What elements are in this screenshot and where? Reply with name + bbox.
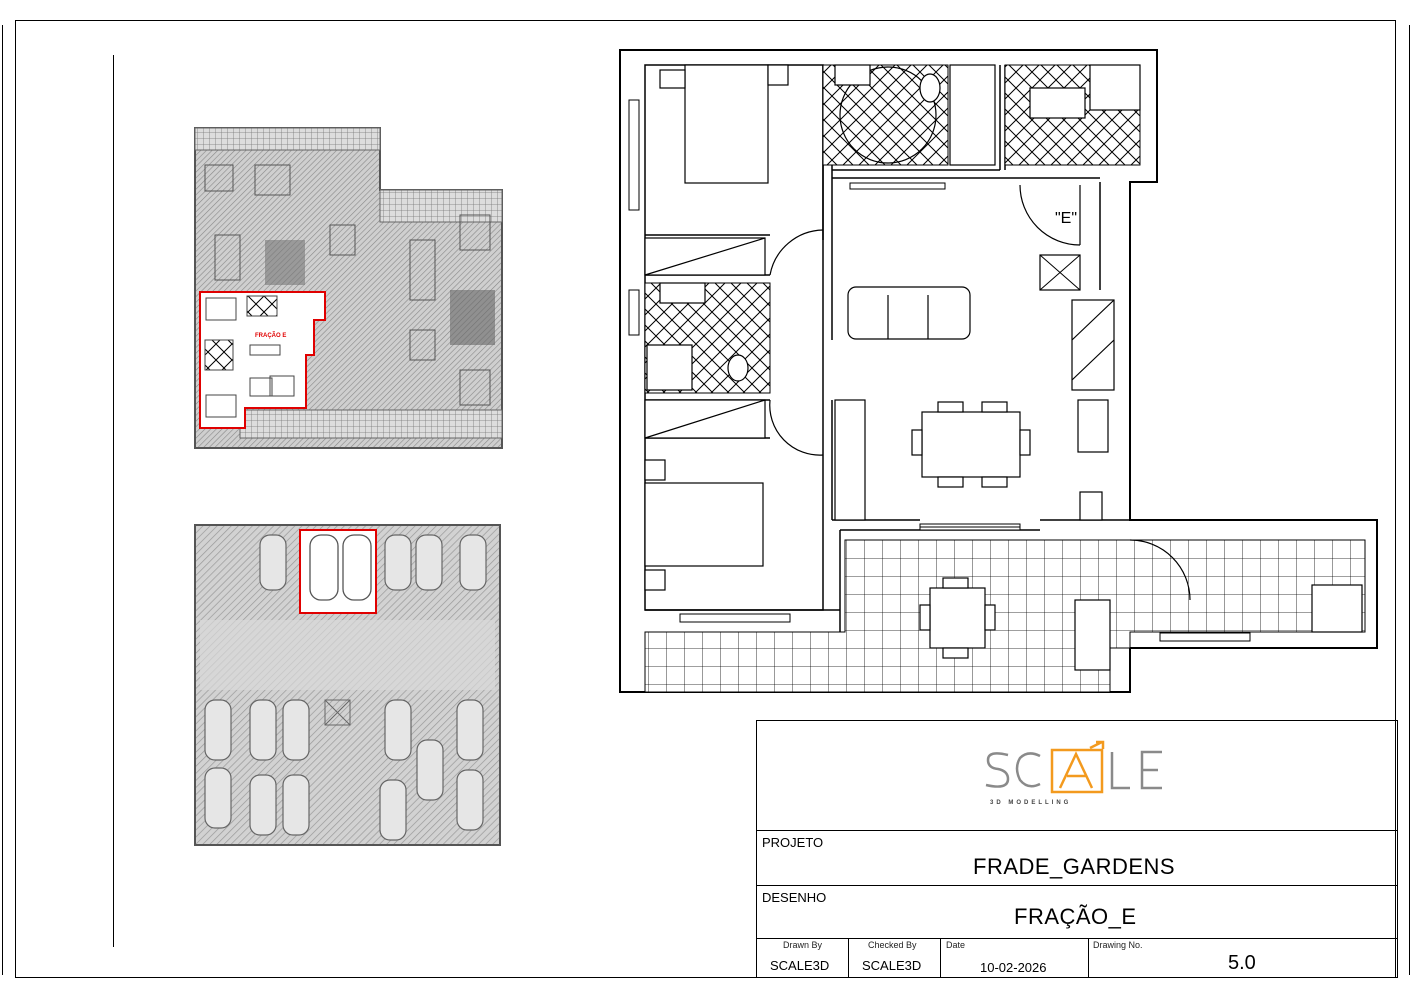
cell-divider-2 xyxy=(940,938,941,978)
drawing-no-label: Drawing No. xyxy=(1093,940,1143,950)
checked-by-value: SCALE3D xyxy=(862,958,922,973)
drawn-by-value: SCALE3D xyxy=(770,958,830,973)
checked-by-label: Checked By xyxy=(868,940,917,950)
key-plan-unit-highlight xyxy=(199,291,326,429)
desenho-label: DESENHO xyxy=(762,890,827,905)
key-plan-parking-highlight xyxy=(299,529,377,614)
logo-icon: 3D MODELLING xyxy=(985,740,1162,806)
logo-tagline: 3D MODELLING xyxy=(990,800,1071,806)
title-block-divider-2 xyxy=(756,885,1398,886)
sheet-border xyxy=(15,20,1396,978)
cell-divider-3 xyxy=(1088,938,1089,978)
drawn-by-label: Drawn By xyxy=(783,940,823,950)
date-value: 10-02-2026 xyxy=(980,960,1047,975)
projeto-label: PROJETO xyxy=(762,835,824,850)
cell-divider-1 xyxy=(848,938,849,978)
sheet-edge-right xyxy=(1409,25,1410,975)
key-plan-unit-label: FRAÇÃO E xyxy=(255,333,287,339)
projeto-value: FRADE_GARDENS xyxy=(973,854,1176,879)
drawing-no-value: 5.0 xyxy=(1228,952,1256,974)
company-logo: 3D MODELLING xyxy=(980,738,1180,808)
sheet-edge-left xyxy=(2,25,3,975)
binding-line xyxy=(113,55,114,947)
title-block-divider-3 xyxy=(756,938,1398,939)
desenho-value: FRAÇÃO_E xyxy=(1014,904,1137,929)
date-label: Date xyxy=(946,940,966,950)
title-block-divider-1 xyxy=(756,830,1398,831)
unit-marker: "E" xyxy=(1055,210,1078,227)
title-block xyxy=(756,720,1398,978)
